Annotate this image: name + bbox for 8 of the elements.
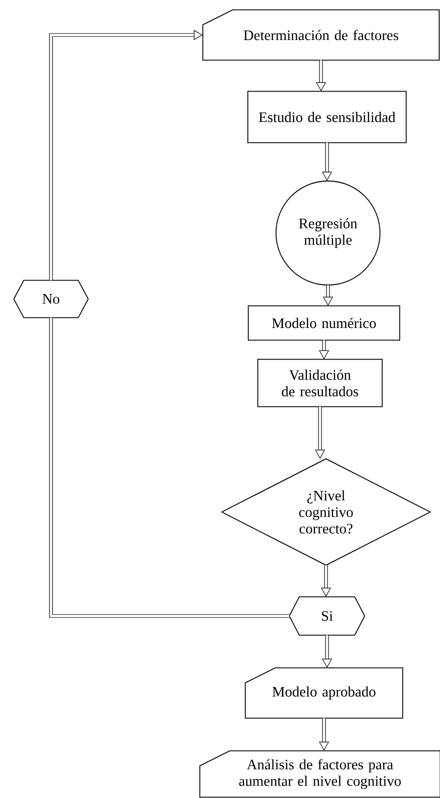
process-box: Modelo numérico	[248, 305, 400, 341]
card-box: Análisis de factores para aumentar el nivel cognitivo	[199, 750, 440, 798]
card-box: Determinación de factores	[202, 9, 440, 61]
process-box: Estudio de sensibilidad	[247, 90, 407, 144]
hexagon-box: Si	[288, 596, 366, 636]
card-box: Modelo aprobado	[244, 667, 404, 719]
hexagon-box: No	[13, 280, 89, 318]
process-box: Validación de resultados	[257, 358, 383, 408]
